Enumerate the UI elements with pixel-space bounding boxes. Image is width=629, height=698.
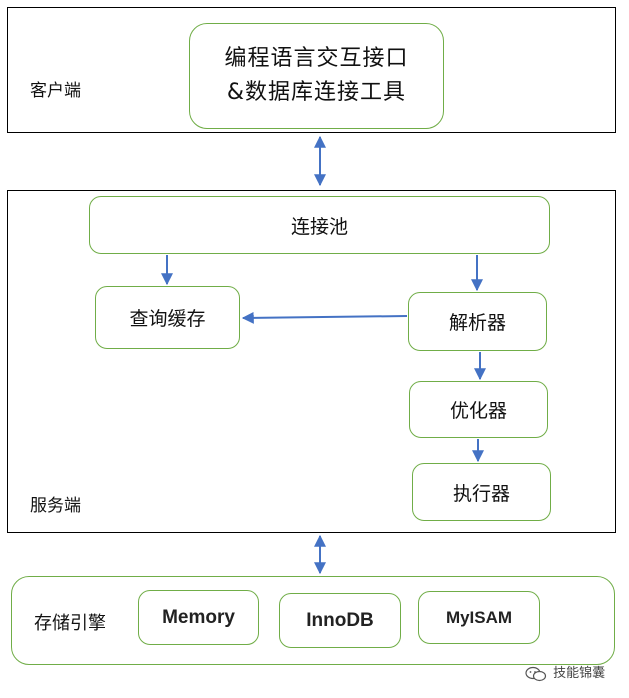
connection-pool-box: 连接池 — [89, 196, 550, 254]
executor-box: 执行器 — [412, 463, 551, 521]
client-tools-line2: &数据库连接工具 — [226, 80, 407, 105]
query-cache-box: 查询缓存 — [95, 286, 240, 349]
parser-box: 解析器 — [408, 292, 547, 351]
client-tools-line1: 编程语言交互接口 — [224, 46, 409, 71]
watermark: 技能锦囊 — [525, 662, 605, 682]
wechat-icon — [525, 666, 547, 681]
engine-innodb-box: InnoDB — [279, 593, 401, 648]
client-label: 客户端 — [30, 81, 81, 101]
engine-memory-box: Memory — [138, 590, 259, 645]
watermark-text: 技能锦囊 — [553, 666, 606, 681]
server-label: 服务端 — [30, 496, 81, 516]
engine-myisam-box: MyISAM — [418, 591, 540, 644]
optimizer-box: 优化器 — [409, 381, 548, 438]
client-tools-box: 编程语言交互接口 &数据库连接工具 — [189, 23, 444, 129]
storage-label: 存储引擎 — [34, 613, 106, 634]
